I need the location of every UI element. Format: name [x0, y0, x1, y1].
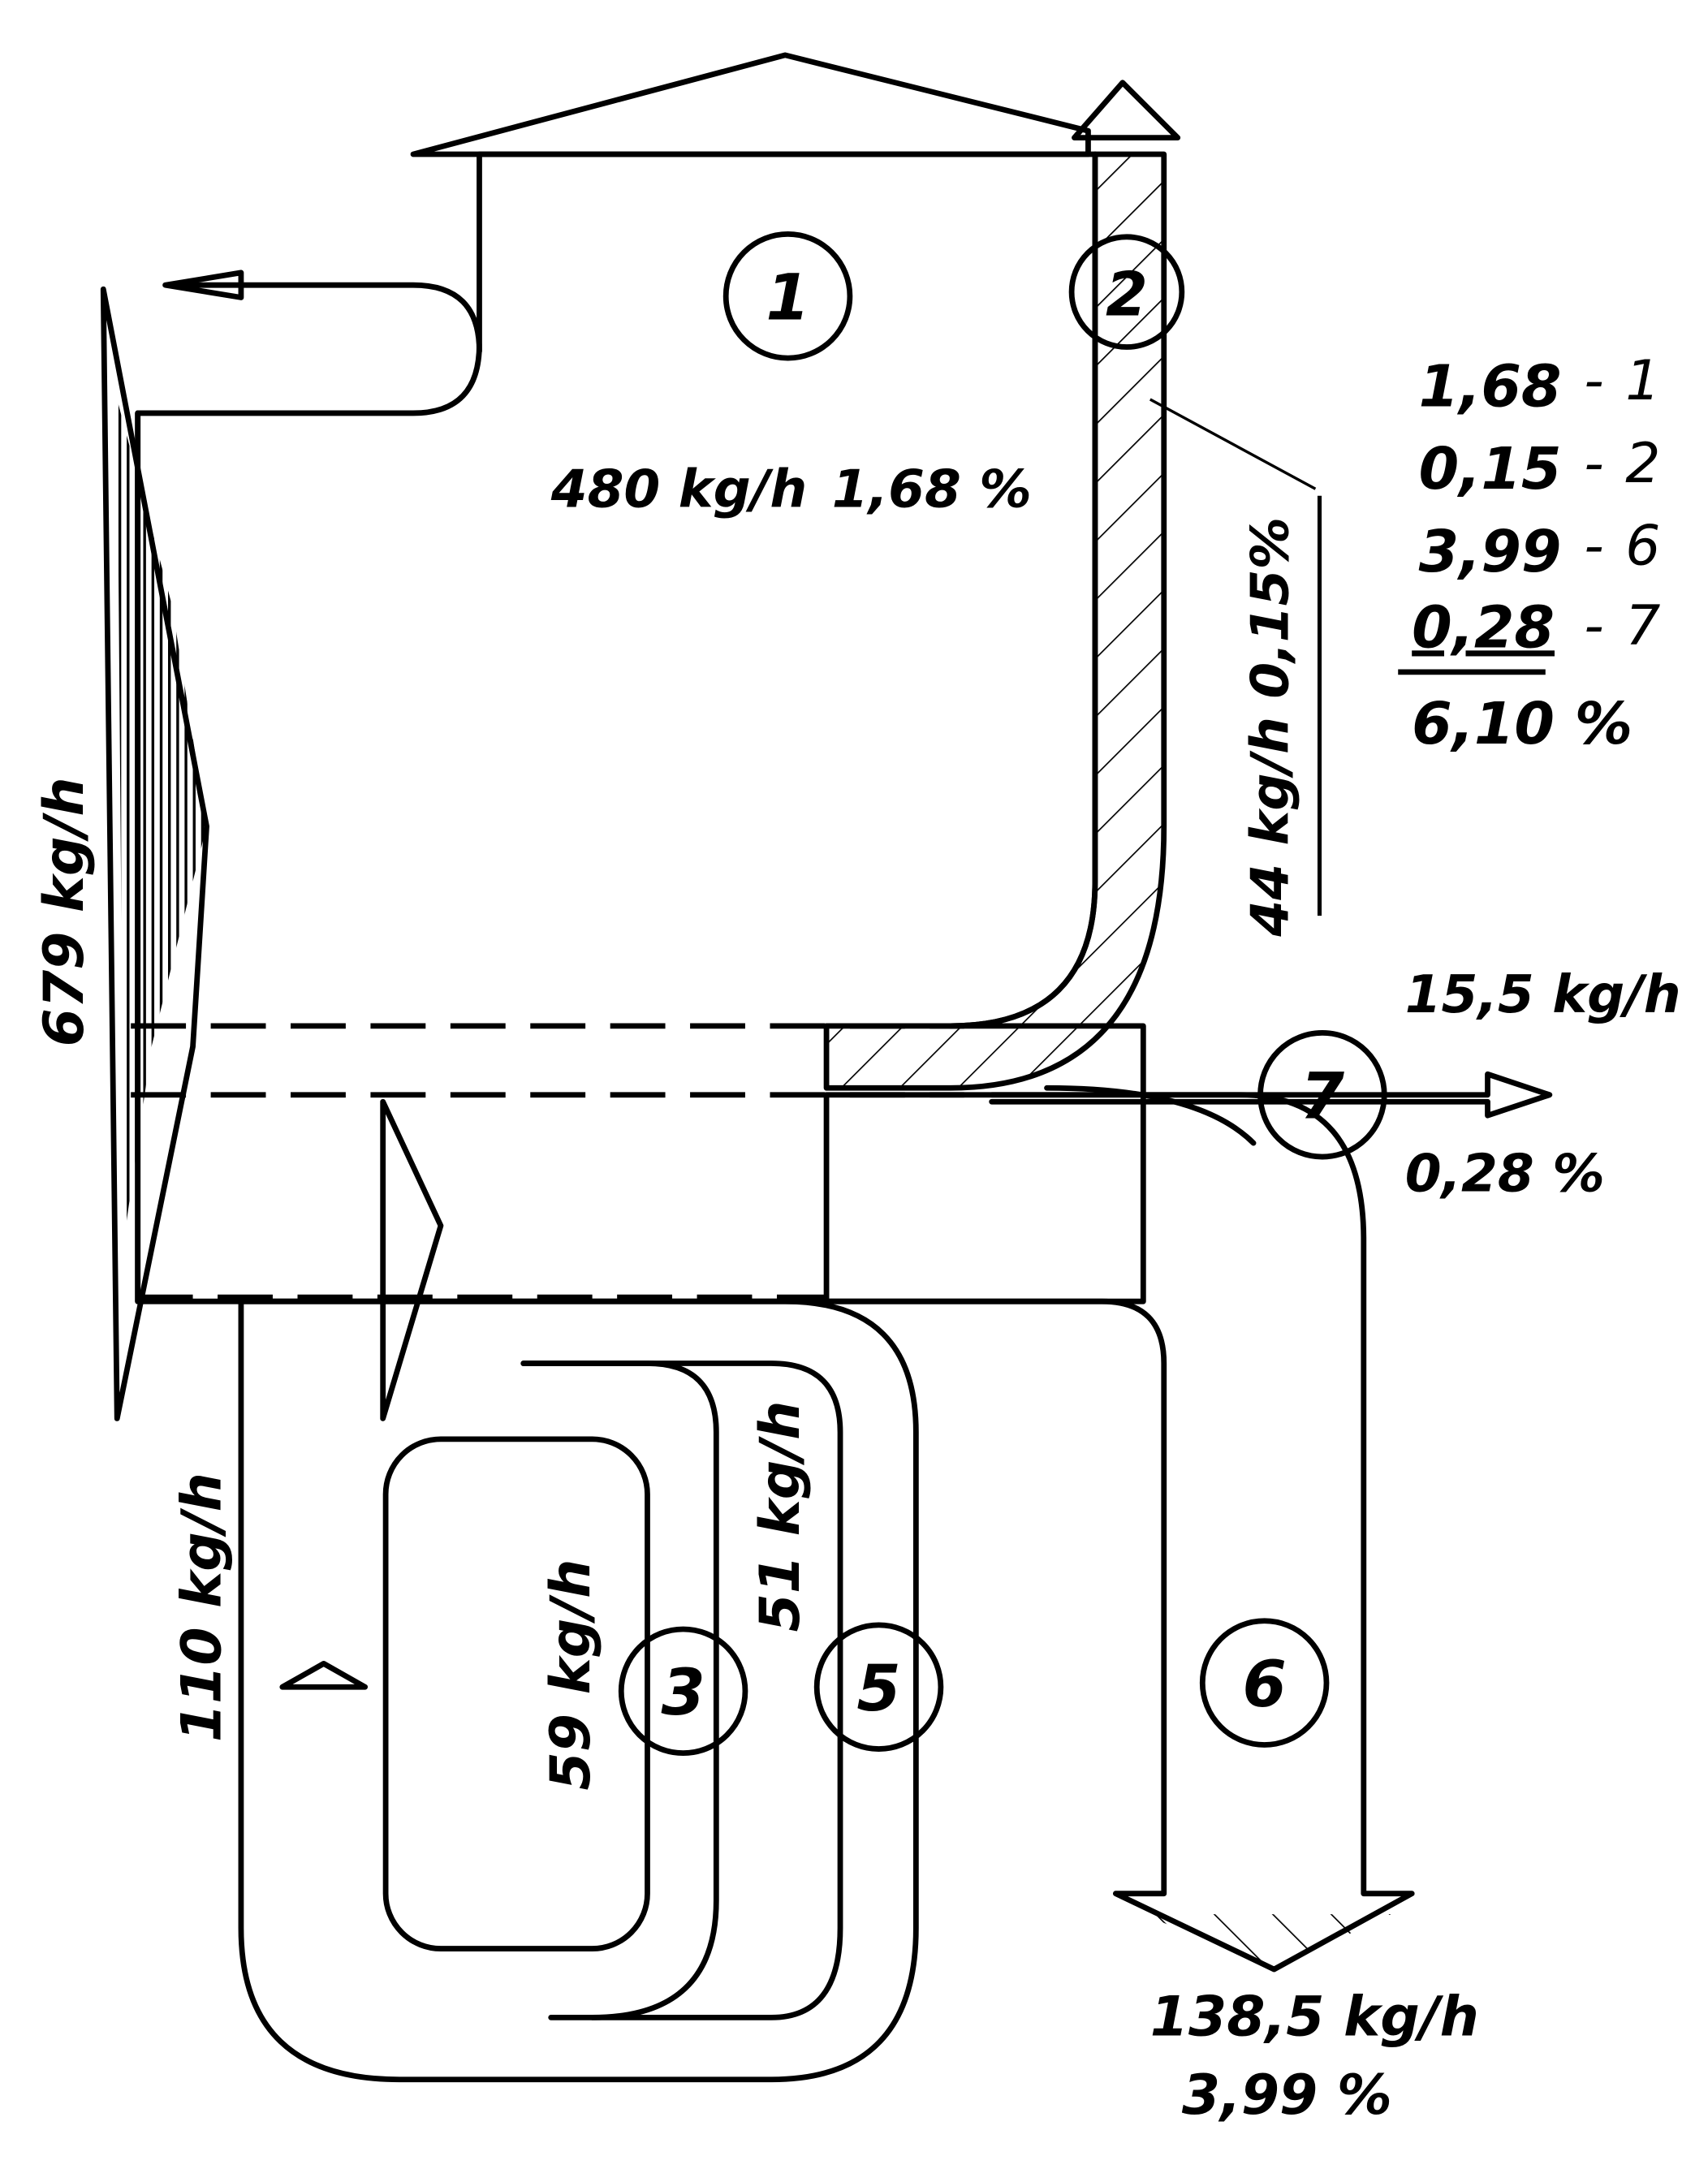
svg-text:1: 1 — [1625, 349, 1660, 413]
summary-row: 3,99-6 — [1419, 515, 1661, 585]
node-2: 2 — [1068, 234, 1185, 350]
svg-text:6: 6 — [1242, 1649, 1286, 1722]
svg-text:7: 7 — [1625, 594, 1660, 658]
svg-text:0,28: 0,28 — [1412, 593, 1555, 661]
summary-row: 1,68-1 — [1419, 349, 1661, 420]
input-label: 679 kg/h — [32, 777, 97, 1046]
input-wedge — [100, 286, 209, 1421]
flow-3-label: 59 kg/h — [539, 1559, 603, 1791]
svg-text:6: 6 — [1625, 515, 1660, 579]
dashed-lines — [131, 1023, 964, 1300]
node-6: 6 — [1199, 1618, 1330, 1748]
flow-7-percent: 0,28 % — [1405, 1143, 1605, 1204]
node-5: 5 — [813, 1622, 944, 1752]
recirculation-label: 110 kg/h — [170, 1473, 234, 1742]
flow-5-label: 51 kg/h — [748, 1401, 813, 1632]
flow-1-band — [135, 52, 1146, 1304]
svg-text:-: - — [1584, 594, 1604, 658]
summary-total: 6,10 % — [1412, 690, 1633, 757]
svg-text:7: 7 — [1300, 1061, 1345, 1134]
svg-text:-: - — [1584, 432, 1604, 496]
svg-text:1,68: 1,68 — [1419, 352, 1562, 420]
svg-text:0,15: 0,15 — [1419, 435, 1562, 502]
summary-row: 0,28-7 — [1412, 593, 1660, 661]
flow-2-label: 44 kg/h 0,15% — [1240, 517, 1300, 938]
summary-table: 1,68-1 0,15-2 3,99-6 0,28-7 6,10 % — [1398, 349, 1660, 757]
flow-6-band — [823, 1092, 1415, 1973]
flow-2-leader — [1149, 398, 1317, 490]
svg-text:-: - — [1584, 515, 1604, 579]
svg-text:3: 3 — [661, 1657, 705, 1730]
node-3: 3 — [618, 1626, 748, 1757]
flow-6-mass: 138,5 kg/h — [1150, 1985, 1479, 2049]
svg-text:5: 5 — [856, 1653, 900, 1726]
svg-text:-: - — [1584, 349, 1604, 413]
flow-7-mass: 15,5 kg/h — [1405, 964, 1681, 1025]
svg-text:3,99: 3,99 — [1419, 518, 1562, 585]
flow-6-percent: 3,99 % — [1182, 2063, 1392, 2128]
node-1: 1 — [722, 231, 853, 361]
recirculation-loop — [238, 1098, 919, 2083]
svg-text:1: 1 — [766, 262, 809, 335]
summary-row: 0,15-2 — [1419, 432, 1661, 502]
flow-7-arrow — [989, 1071, 1553, 1146]
svg-text:2: 2 — [1106, 260, 1148, 330]
svg-text:2: 2 — [1625, 432, 1660, 496]
node-7: 7 — [1257, 1029, 1387, 1160]
exhaust-arrow — [162, 270, 482, 355]
flow-2-band — [823, 80, 1181, 1091]
